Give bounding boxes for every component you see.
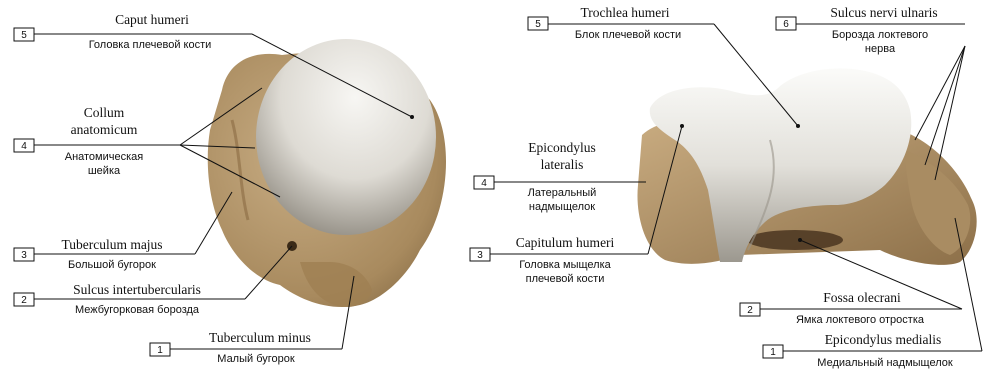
russian-name-line2: надмыщелок [529,201,595,213]
leader-line [195,192,232,254]
russian-name: Ямка локтевого отростка [796,314,925,326]
latin-name: Trochlea humeri [580,5,669,20]
latin-name: Capitulum humeri [516,235,615,250]
leader-line [342,276,354,349]
russian-name-line1: Борозда локтевого [832,29,928,41]
latin-name: Epicondylus medialis [825,332,942,347]
leader-line [180,88,262,145]
russian-name-line1: Головка мыщелка [519,259,611,271]
label-sulcus-intertubercularis: 2 Sulcus intertubercularis Межбугорковая… [14,246,292,316]
latin-name-line2: anatomicum [71,122,138,137]
latin-name-line2: lateralis [541,157,584,172]
label-epicondylus-lateralis: 4 Epicondylus lateralis Латеральный надм… [474,140,646,213]
label-number: 1 [770,347,776,358]
leader-line [935,46,965,180]
russian-name-line2: шейка [88,165,121,177]
label-number: 2 [747,305,753,316]
latin-name: Tuberculum majus [61,237,162,252]
leader-line [648,126,682,254]
latin-name: Tuberculum minus [209,330,311,345]
latin-name: Sulcus nervi ulnaris [830,5,937,20]
label-number: 1 [157,345,163,356]
latin-name: Sulcus intertubercularis [73,282,201,297]
label-number: 4 [481,178,487,189]
label-sulcus-nervi-ulnaris: 6 Sulcus nervi ulnaris Борозда локтевого… [776,5,965,180]
label-tuberculum-majus: 3 Tuberculum majus Большой бугорок [14,192,232,271]
leader-line [245,246,292,299]
russian-name-line2: нерва [865,43,896,55]
latin-name: Caput humeri [115,12,189,27]
russian-name-line1: Латеральный [528,187,597,199]
leader-dot [796,124,800,128]
latin-name-line1: Epicondylus [528,140,596,155]
label-number: 3 [477,250,483,261]
label-number: 4 [21,141,27,152]
leader-line [955,218,982,351]
leader-dot [798,238,802,242]
label-number: 6 [783,19,789,30]
leader-line [180,145,255,148]
russian-name: Блок плечевой кости [575,29,681,41]
russian-name: Малый бугорок [217,353,295,365]
leader-line [714,24,798,126]
leader-dot [410,115,414,119]
russian-name: Межбугорковая борозда [75,304,200,316]
label-caput-humeri: 5 Caput humeri Головка плечевой кости [14,12,414,119]
label-number: 5 [535,19,541,30]
latin-name-line1: Collum [84,105,125,120]
leader-dot [680,124,684,128]
russian-name-line1: Анатомическая [65,151,144,163]
label-number: 3 [21,250,27,261]
russian-name-line2: плечевой кости [526,273,605,285]
leader-line [180,145,280,197]
label-trochlea-humeri: 5 Trochlea humeri Блок плечевой кости [528,5,800,128]
latin-name: Fossa olecrani [823,290,901,305]
label-collum-anatomicum: 4 Collum anatomicum Анатомическая шейка [14,88,280,197]
russian-name: Большой бугорок [68,259,156,271]
leader-line [915,46,965,140]
leader-line [925,46,965,165]
russian-name: Головка плечевой кости [89,39,212,51]
label-fossa-olecrani: 2 Fossa olecrani Ямка локтевого отростка [740,238,962,326]
russian-name: Медиальный надмыщелок [817,357,953,369]
leader-line [252,34,412,117]
label-number: 2 [21,295,27,306]
label-number: 5 [21,30,27,41]
